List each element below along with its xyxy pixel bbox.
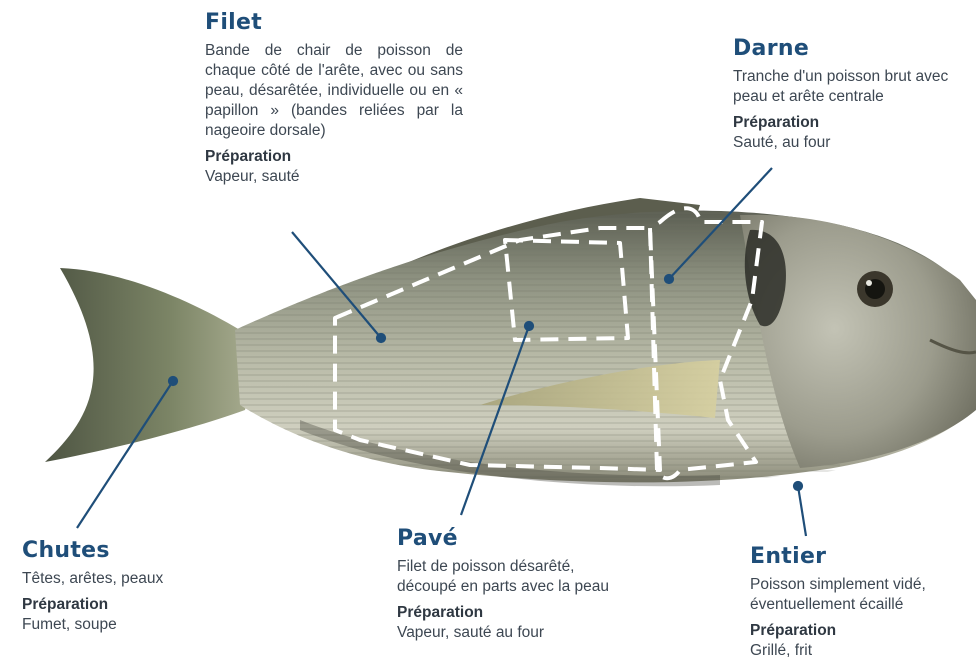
filet-label-block: Filet Bande de chair de poisson de chaqu… xyxy=(205,10,463,187)
filet-title: Filet xyxy=(205,10,463,35)
chutes-label-block: Chutes Têtes, arêtes, peaux Préparation … xyxy=(22,538,242,635)
tail-fin xyxy=(45,268,255,462)
pave-prep-title: Préparation xyxy=(397,603,619,623)
pave-label-block: Pavé Filet de poisson désarêté, découpé … xyxy=(397,526,619,643)
pave-title: Pavé xyxy=(397,526,619,551)
chutes-prep: Fumet, soupe xyxy=(22,615,242,635)
chutes-description: Têtes, arêtes, peaux xyxy=(22,569,242,589)
filet-description: Bande de chair de poisson de chaque côté… xyxy=(205,41,463,141)
entier-prep: Grillé, frit xyxy=(750,641,974,661)
entier-leader xyxy=(798,486,806,536)
entier-description: Poisson simplement vidé, éventuellement … xyxy=(750,575,974,615)
pave-prep: Vapeur, sauté au four xyxy=(397,623,619,643)
entier-title: Entier xyxy=(750,544,974,569)
entier-prep-title: Préparation xyxy=(750,621,974,641)
filet-prep-title: Préparation xyxy=(205,147,463,167)
darne-label-block: Darne Tranche d'un poisson brut avec pea… xyxy=(733,36,973,153)
chutes-title: Chutes xyxy=(22,538,242,563)
entier-label-block: Entier Poisson simplement vidé, éventuel… xyxy=(750,544,974,661)
darne-description: Tranche d'un poisson brut avec peau et a… xyxy=(733,67,973,107)
pave-description: Filet de poisson désarêté, découpé en pa… xyxy=(397,557,619,597)
darne-prep-title: Préparation xyxy=(733,113,973,133)
darne-title: Darne xyxy=(733,36,973,61)
chutes-prep-title: Préparation xyxy=(22,595,242,615)
filet-prep: Vapeur, sauté xyxy=(205,167,463,187)
darne-prep: Sauté, au four xyxy=(733,133,973,153)
